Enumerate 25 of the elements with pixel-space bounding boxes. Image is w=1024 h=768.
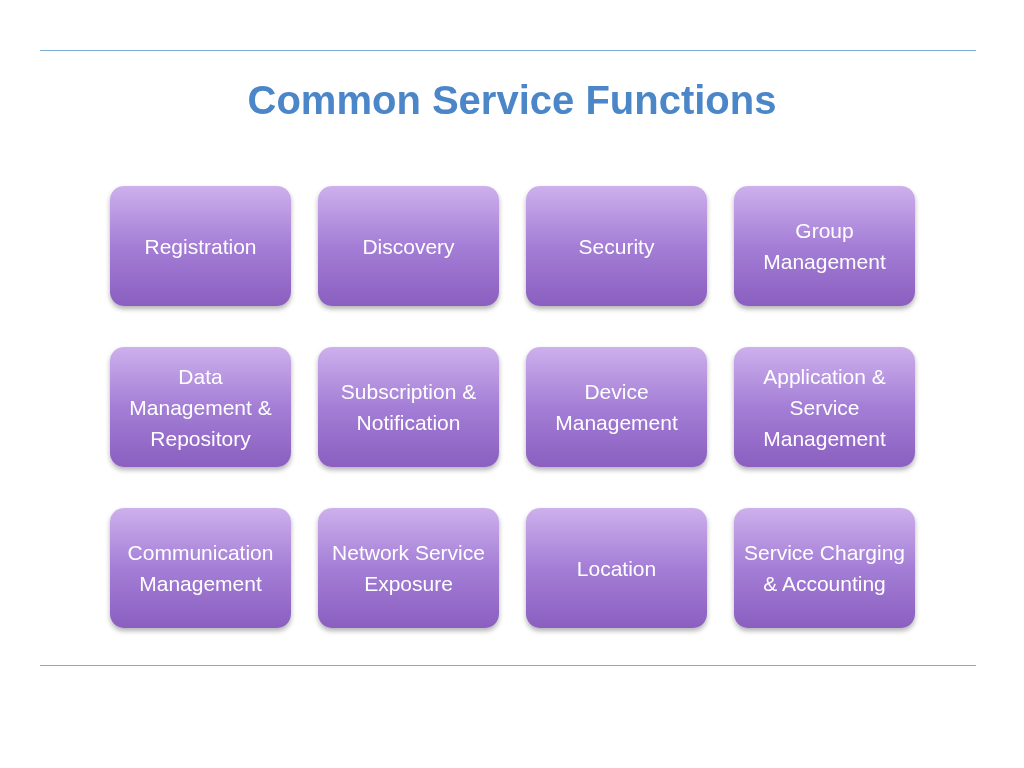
title: Common Service Functions bbox=[246, 78, 778, 123]
box-label: Location bbox=[576, 555, 657, 582]
function-box bbox=[526, 347, 707, 467]
function-box bbox=[734, 508, 915, 628]
box-label: Subscription & Notification bbox=[339, 379, 478, 436]
function-box bbox=[318, 347, 499, 467]
box-label: Application & Service Management bbox=[762, 363, 887, 452]
box-label: Service Charging & Accounting bbox=[742, 540, 907, 597]
function-box bbox=[318, 186, 499, 306]
box-label: Registration bbox=[144, 233, 257, 260]
box-label: Communication Management bbox=[126, 540, 275, 597]
box-label: Security bbox=[578, 233, 655, 260]
box-label: Data Management & Repository bbox=[128, 363, 273, 452]
function-box bbox=[110, 347, 291, 467]
function-box bbox=[110, 508, 291, 628]
function-box bbox=[110, 186, 291, 306]
function-box bbox=[734, 186, 915, 306]
function-box bbox=[318, 508, 499, 628]
box-label: Device Management bbox=[554, 379, 679, 436]
box-label: Discovery bbox=[362, 233, 455, 260]
function-box bbox=[734, 347, 915, 467]
function-box bbox=[526, 508, 707, 628]
box-label: Group Management bbox=[762, 218, 887, 275]
box-label: Network Service Exposure bbox=[331, 540, 486, 597]
function-box bbox=[526, 186, 707, 306]
